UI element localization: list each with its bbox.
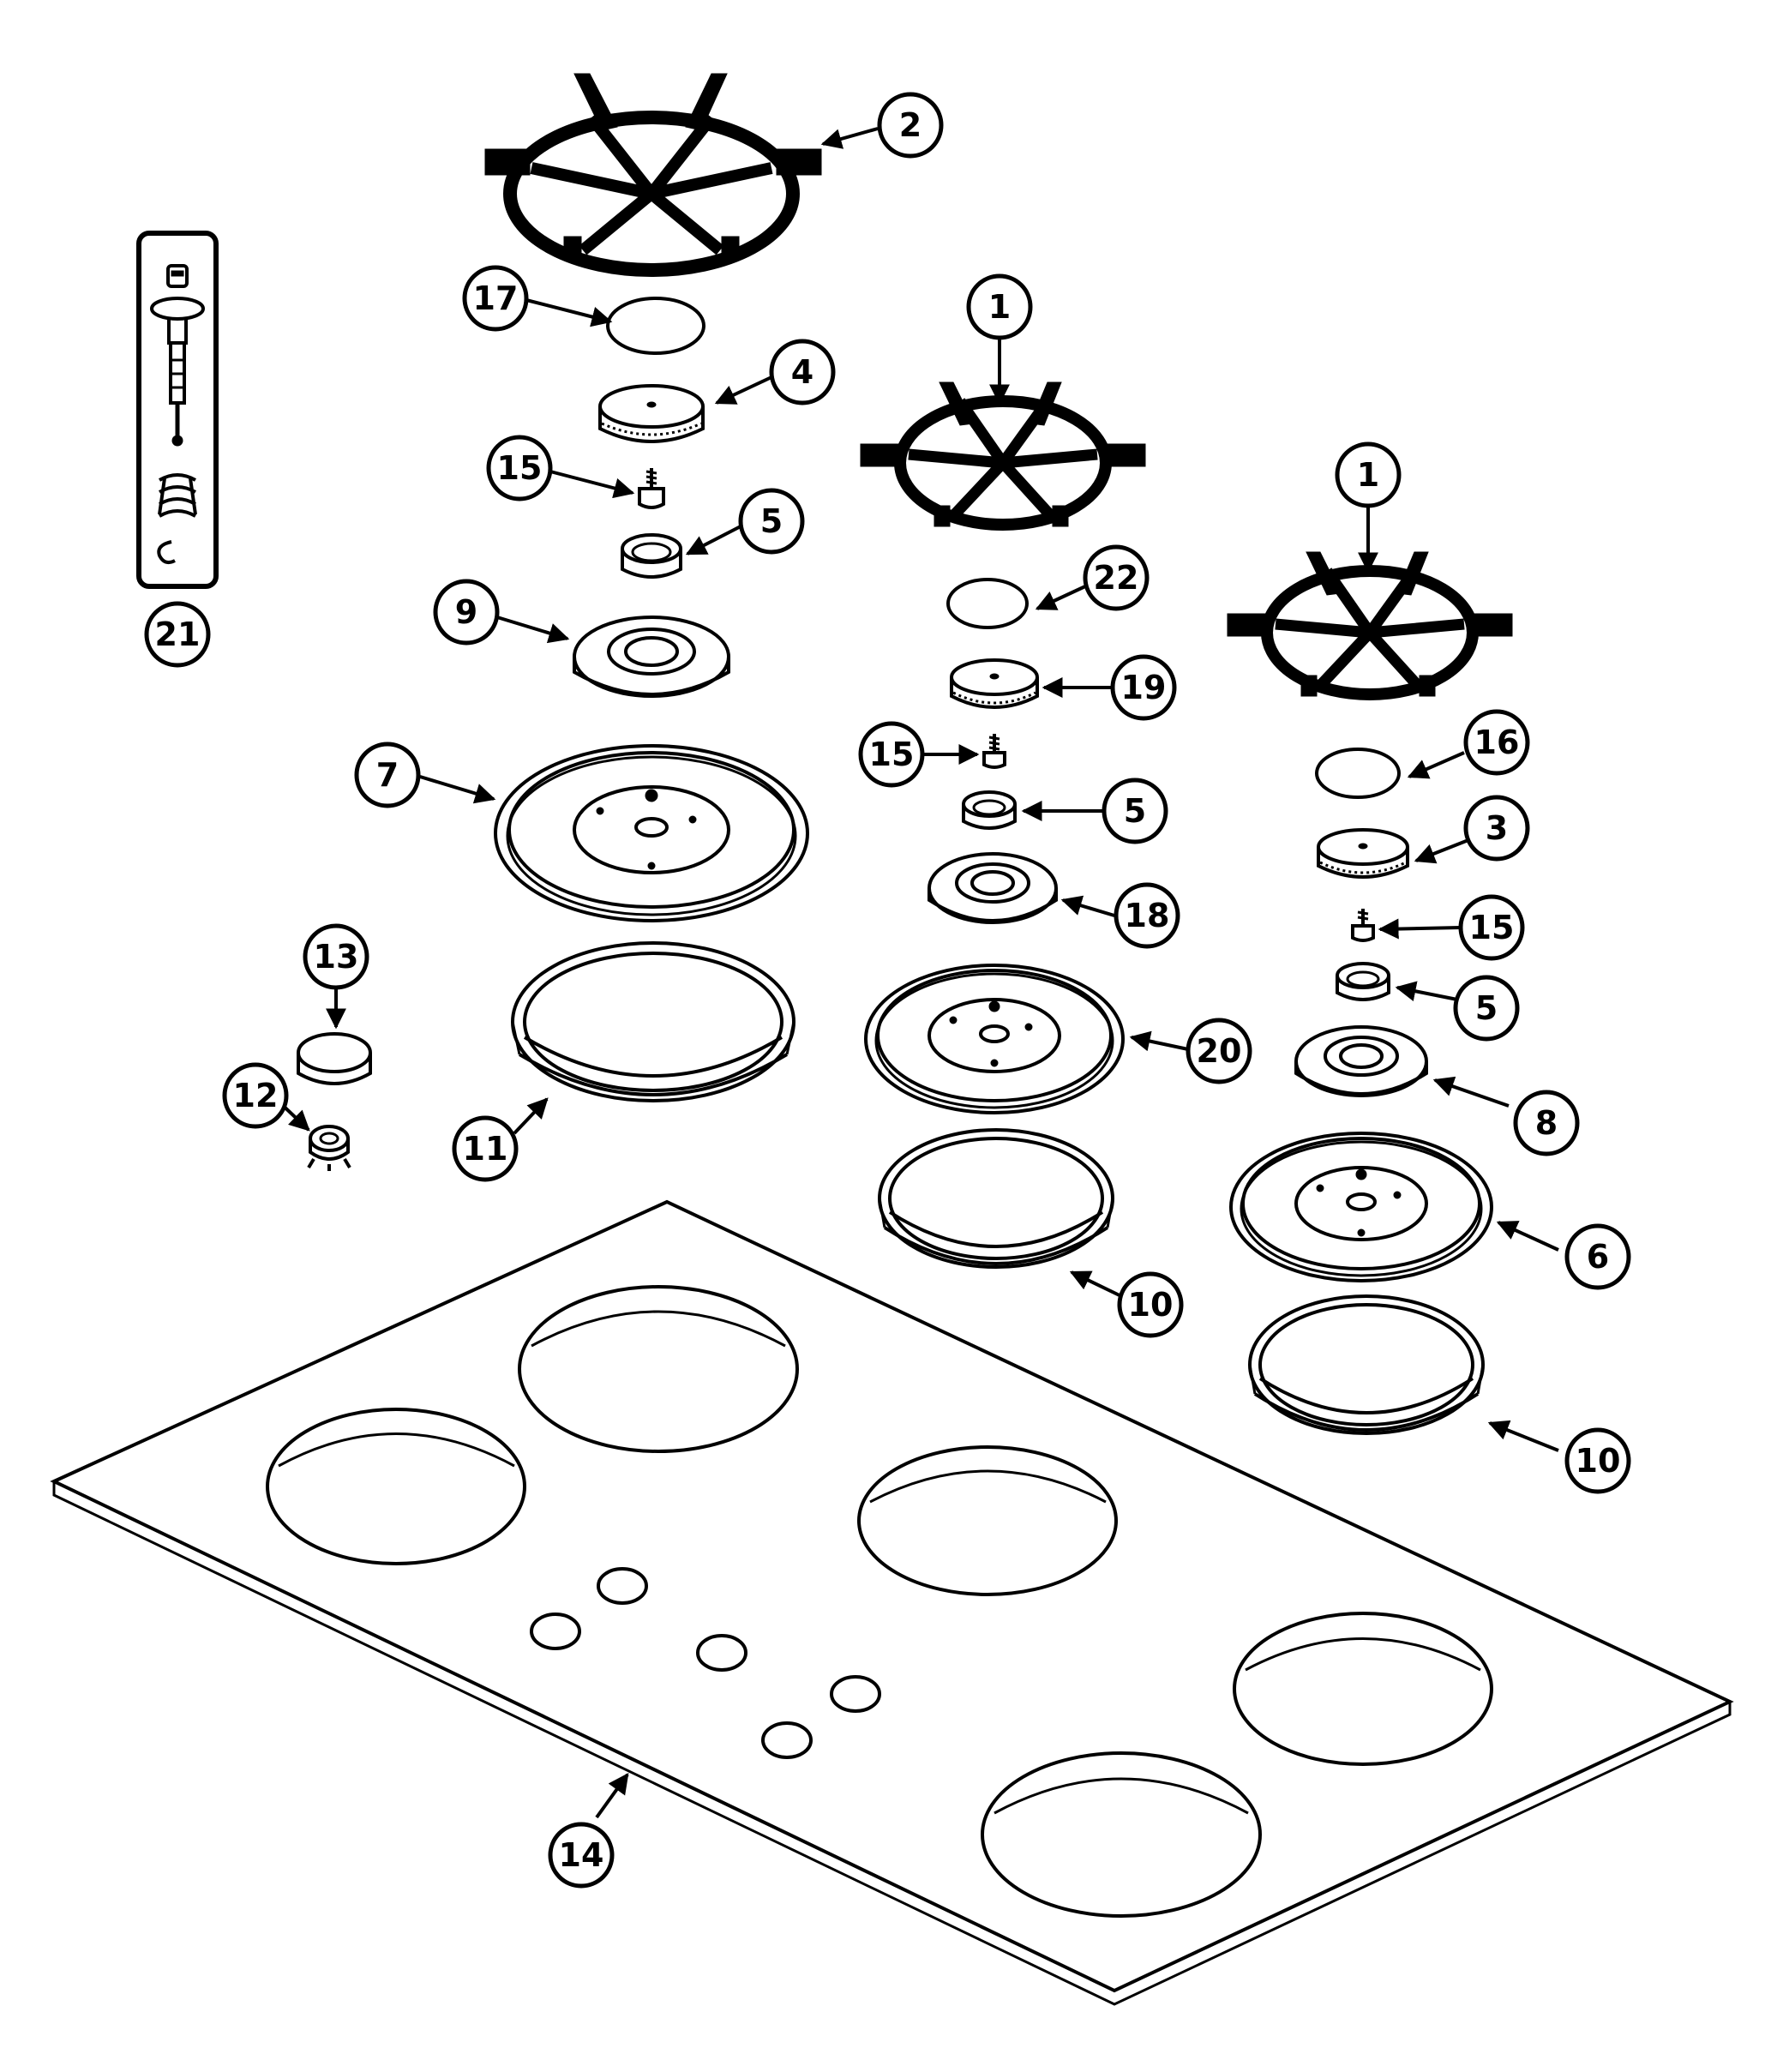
callout-4-label: 4 <box>791 353 813 391</box>
callout-5-left-label: 5 <box>760 502 783 540</box>
callout-16-label: 16 <box>1474 724 1520 761</box>
callout-1-right-label: 1 <box>1357 456 1379 494</box>
burner-grate-medium <box>860 381 1146 531</box>
burner-cap-small <box>1315 748 1401 799</box>
callout-8: 8 <box>1513 1090 1580 1156</box>
burner-base-large <box>573 616 730 698</box>
callout-2-label: 2 <box>899 106 922 144</box>
callout-8-label: 8 <box>1535 1104 1558 1142</box>
knob-holes <box>530 1567 881 1759</box>
callout-15-left: 15 <box>486 435 553 501</box>
drip-bowl-large <box>494 744 809 922</box>
callout-13-label: 13 <box>314 938 359 976</box>
callout-4: 4 <box>769 339 836 405</box>
callout-9-label: 9 <box>455 593 477 631</box>
trim-ring-medium <box>878 1128 1114 1269</box>
callout-17-label: 17 <box>473 279 519 317</box>
callout-15-left-label: 15 <box>497 449 543 487</box>
burner-grate-large <box>484 73 822 277</box>
burner-head-small <box>1317 828 1409 879</box>
callout-5-middle-label: 5 <box>1124 792 1146 830</box>
callout-10-right-label: 10 <box>1576 1442 1621 1480</box>
callout-5-right-label: 5 <box>1475 989 1498 1027</box>
callout-17: 17 <box>462 265 529 332</box>
callout-20: 20 <box>1186 1018 1252 1084</box>
burner-orifice-ring-large <box>621 533 682 579</box>
burner-grate-small <box>1227 551 1513 700</box>
callout-1-middle: 1 <box>966 273 1033 340</box>
burner-screw-large <box>638 468 665 509</box>
callout-14-label: 14 <box>559 1836 604 1874</box>
burner-orifice-ring-medium <box>962 790 1017 830</box>
trim-ring-small <box>1248 1294 1485 1435</box>
callout-15-right-label: 15 <box>1469 909 1515 946</box>
callout-15-right: 15 <box>1458 894 1525 961</box>
callout-16: 16 <box>1463 709 1530 776</box>
callout-11-label: 11 <box>463 1130 508 1168</box>
callout-5-middle: 5 <box>1102 778 1168 844</box>
callout-10-middle-label: 10 <box>1128 1286 1174 1324</box>
burner-head-medium <box>950 658 1039 709</box>
callout-18: 18 <box>1114 882 1180 949</box>
callout-7-label: 7 <box>376 756 399 794</box>
callout-14: 14 <box>548 1822 615 1889</box>
callout-19: 19 <box>1110 654 1177 721</box>
burner-base-medium <box>928 852 1058 924</box>
callout-3: 3 <box>1463 795 1530 862</box>
callout-22: 22 <box>1083 544 1150 611</box>
callout-22-label: 22 <box>1094 559 1139 597</box>
burner-head-large <box>598 384 705 443</box>
callout-10-middle: 10 <box>1117 1271 1184 1338</box>
callout-19-label: 19 <box>1121 669 1167 706</box>
control-knob <box>297 1032 372 1085</box>
callout-1-right: 1 <box>1335 441 1402 508</box>
callout-12-label: 12 <box>233 1077 279 1114</box>
callout-11: 11 <box>452 1115 519 1182</box>
callout-21-label: 21 <box>155 616 201 653</box>
callout-5-right: 5 <box>1453 975 1520 1042</box>
callout-21: 21 <box>144 601 211 668</box>
leader-lines <box>274 127 1559 1819</box>
burner-cap-medium <box>946 578 1029 629</box>
callout-15-middle-label: 15 <box>869 736 915 773</box>
igniter-kit-box <box>136 231 219 589</box>
callout-10-right: 10 <box>1564 1427 1631 1494</box>
burner-screw-medium <box>982 734 1006 769</box>
cooktop-panel <box>50 1199 1734 2006</box>
knob-insert <box>307 1125 351 1171</box>
trim-ring-large <box>511 941 795 1102</box>
callout-13: 13 <box>303 923 369 990</box>
burner-screw-small <box>1351 909 1375 942</box>
callout-9: 9 <box>433 579 500 646</box>
drip-bowl-medium <box>864 964 1125 1114</box>
callout-2: 2 <box>877 92 944 159</box>
burner-base-small <box>1294 1025 1428 1097</box>
drip-bowl-small <box>1229 1132 1493 1282</box>
callout-1-middle-label: 1 <box>988 288 1011 326</box>
callout-7: 7 <box>354 742 421 808</box>
callout-18-label: 18 <box>1125 897 1170 934</box>
callout-20-label: 20 <box>1197 1032 1242 1070</box>
callout-6: 6 <box>1564 1223 1631 1290</box>
callout-15-middle: 15 <box>858 721 925 788</box>
callout-6-label: 6 <box>1587 1238 1609 1276</box>
burner-cap-large <box>606 297 705 355</box>
burner-cutouts <box>266 1285 1493 1918</box>
callout-3-label: 3 <box>1486 809 1508 847</box>
callout-12: 12 <box>222 1062 289 1129</box>
burner-orifice-ring-small <box>1336 962 1390 1001</box>
callout-5-left: 5 <box>738 488 805 555</box>
